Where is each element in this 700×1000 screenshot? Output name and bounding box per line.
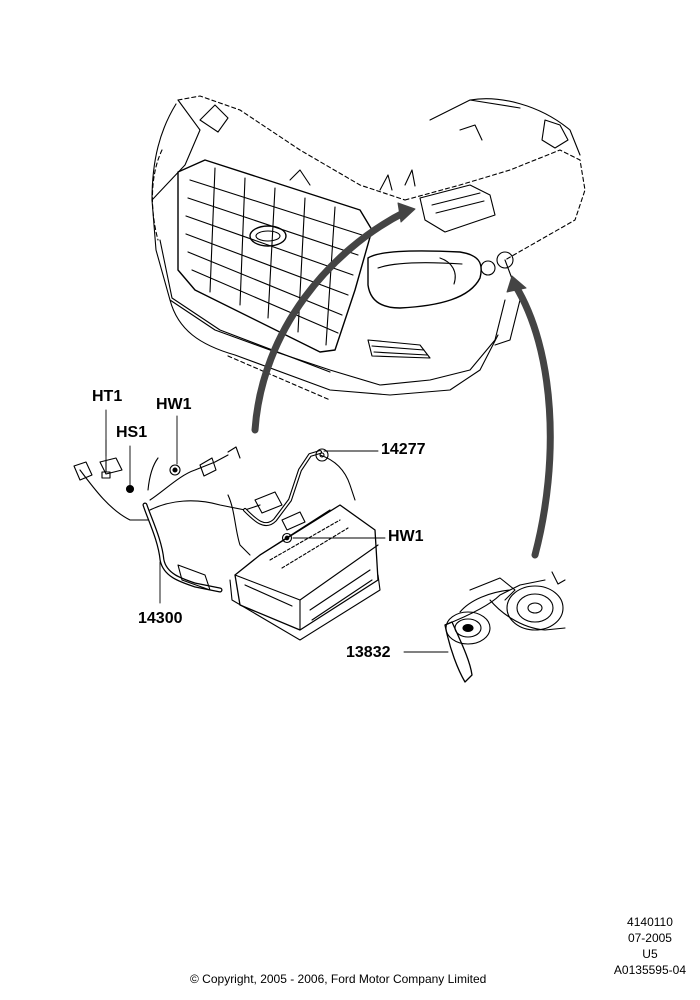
- location-arrows: [251, 202, 554, 559]
- stamp-line-3: U5: [642, 947, 658, 961]
- callout-hw1-top: HW1: [156, 396, 192, 413]
- stamp-line-2: 07-2005: [627, 931, 672, 945]
- callout-hw1-right: HW1: [388, 528, 424, 545]
- vehicle-front-illustration: [151, 95, 586, 401]
- callout-hs1: HS1: [116, 424, 148, 441]
- drawing-stamp: 4140110 07-2005 U5 A0135595-04: [614, 914, 686, 978]
- copyright-notice: © Copyright, 2005 - 2006, Ford Motor Com…: [190, 972, 487, 986]
- callout-ht1: HT1: [92, 388, 123, 405]
- stamp-line-1: 4140110: [627, 915, 673, 929]
- callout-14277: 14277: [381, 441, 426, 458]
- horn-illustration: [444, 571, 566, 683]
- callout-14300: 14300: [138, 610, 183, 627]
- battery-cable-illustration: [73, 446, 381, 641]
- callout-13832: 13832: [346, 644, 391, 661]
- leader-lines: [105, 409, 449, 653]
- stamp-line-4: A0135595-04: [613, 963, 686, 977]
